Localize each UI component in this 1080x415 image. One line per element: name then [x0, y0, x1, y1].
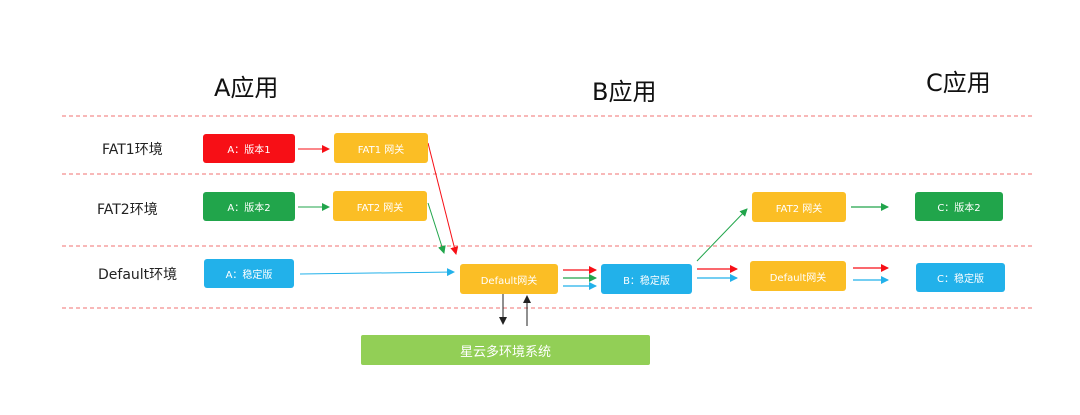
- arrow-red: [427, 142, 459, 255]
- env-label-default: Default环境: [98, 267, 178, 283]
- env-label-fat1: FAT1环境: [102, 142, 163, 158]
- env-label-fat2: FAT2环境: [97, 202, 158, 218]
- node-default-gateway-b: Default网关: [460, 264, 558, 294]
- node-fat1-gateway: FAT1 网关: [334, 133, 428, 163]
- node-fat2-gateway-c: FAT2 网关: [752, 192, 846, 222]
- app-title-a: A应用: [214, 74, 279, 102]
- arrow-green: [427, 202, 446, 254]
- app-title-b: B应用: [592, 78, 657, 106]
- node-c-stable: C：稳定版: [916, 263, 1005, 292]
- arrow-green: [696, 208, 748, 262]
- arrow-blue: [299, 268, 455, 277]
- node-fat2-gateway-a: FAT2 网关: [333, 191, 427, 221]
- app-title-c: C应用: [926, 69, 991, 97]
- node-a-stable: A：稳定版: [204, 259, 294, 288]
- node-default-gateway-c: Default网关: [750, 261, 846, 291]
- node-c-v2: C：版本2: [915, 192, 1003, 221]
- node-a-v1: A：版本1: [203, 134, 295, 163]
- node-b-stable: B：稳定版: [601, 264, 692, 294]
- node-a-v2: A：版本2: [203, 192, 295, 221]
- multi-env-system-bar: 星云多环境系统: [361, 335, 650, 365]
